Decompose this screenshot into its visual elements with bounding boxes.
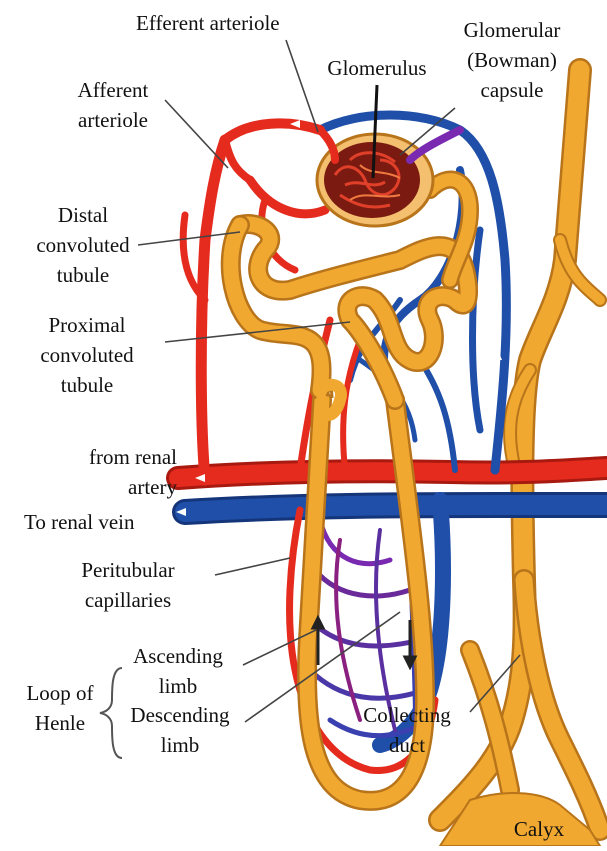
- label-proximal-line1: Proximal: [49, 313, 126, 337]
- label-renal-artery-line1: from renal: [89, 445, 177, 469]
- label-peritubular-line1: Peritubular: [81, 558, 174, 582]
- label-distal-line1: Distal: [58, 203, 108, 227]
- label-capsule-line2: (Bowman): [467, 48, 557, 72]
- label-loop-line2: Henle: [35, 711, 85, 735]
- label-ascending-line1: Ascending: [133, 644, 223, 668]
- label-glomerulus: Glomerulus: [327, 56, 426, 80]
- renal-artery: [178, 468, 607, 478]
- leader-afferent: [165, 100, 228, 168]
- label-renal-vein: To renal vein: [24, 510, 135, 534]
- label-distal-line2: convoluted: [36, 233, 130, 257]
- label-ascending-line2: limb: [159, 674, 198, 698]
- loop-brace: [100, 668, 122, 758]
- label-descending-line2: limb: [161, 733, 200, 757]
- label-afferent-line1: Afferent: [78, 78, 149, 102]
- label-afferent-line2: arteriole: [78, 108, 148, 132]
- label-descending-line1: Descending: [130, 703, 230, 727]
- label-efferent-arteriole: Efferent arteriole: [136, 11, 280, 35]
- label-proximal-line3: tubule: [61, 373, 114, 397]
- label-collecting-line2: duct: [389, 733, 425, 757]
- label-proximal-line2: convoluted: [40, 343, 134, 367]
- leader-efferent: [286, 40, 318, 132]
- label-distal-line3: tubule: [57, 263, 110, 287]
- label-calyx: Calyx: [514, 817, 565, 841]
- label-capsule-line1: Glomerular: [464, 18, 561, 42]
- label-renal-artery-line2: artery: [128, 475, 177, 499]
- label-peritubular-line2: capillaries: [85, 588, 171, 612]
- label-collecting-line1: Collecting: [363, 703, 451, 727]
- label-loop-line1: Loop of: [26, 681, 93, 705]
- leader-peritubular: [215, 558, 290, 575]
- label-capsule-line3: capsule: [481, 78, 544, 102]
